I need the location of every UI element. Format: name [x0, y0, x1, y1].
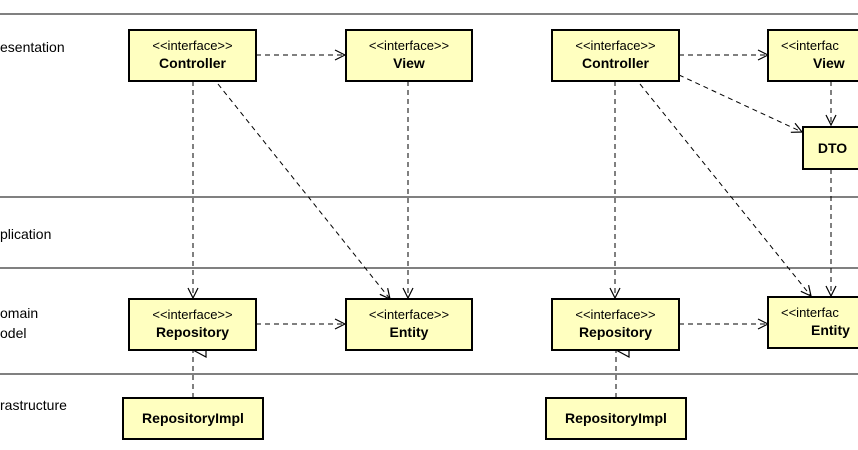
stereotype-label: <<interface>> — [152, 38, 233, 53]
class-box-entity-2[interactable]: <<interfac Entity — [767, 296, 858, 349]
class-name: View — [813, 55, 845, 71]
class-box-view-2[interactable]: <<interfac View — [767, 29, 858, 82]
class-box-repository-2[interactable]: <<interface>> Repository — [551, 298, 680, 351]
class-box-repositoryimpl-2[interactable]: RepositoryImpl — [545, 397, 687, 440]
class-name: RepositoryImpl — [142, 410, 244, 426]
layer-label-presentation: esentation — [0, 39, 65, 55]
class-name: Controller — [582, 55, 649, 71]
stereotype-label: <<interface>> — [575, 307, 656, 322]
class-name: DTO — [817, 140, 848, 156]
stereotype-label: <<interfac — [781, 305, 839, 320]
class-name: RepositoryImpl — [565, 410, 667, 426]
dep-controller2-dto2 — [678, 74, 802, 132]
class-box-entity[interactable]: <<interface>> Entity — [345, 298, 473, 351]
class-box-repositoryimpl[interactable]: RepositoryImpl — [122, 397, 264, 440]
class-box-repository[interactable]: <<interface>> Repository — [128, 298, 257, 351]
stereotype-label: <<interface>> — [368, 307, 450, 322]
class-name: Controller — [159, 55, 226, 71]
stereotype-label: <<interfac — [781, 38, 839, 53]
class-box-view[interactable]: <<interface>> View — [345, 29, 473, 82]
stereotype-label: <<interface>> — [152, 307, 233, 322]
layer-label-application: plication — [0, 226, 52, 242]
class-name: Entity — [811, 322, 850, 338]
stereotype-label: <<interface>> — [368, 38, 450, 53]
class-name: Repository — [155, 324, 230, 340]
class-name: Repository — [578, 324, 653, 340]
dep-controller1-entity1 — [217, 83, 390, 299]
class-box-controller-2[interactable]: <<interface>> Controller — [551, 29, 680, 82]
layer-label-domain-model: omain odel — [0, 305, 39, 341]
class-name: View — [393, 55, 425, 71]
dep-controller2-entity2 — [639, 83, 811, 296]
stereotype-label: <<interface>> — [575, 38, 656, 53]
class-name: Entity — [389, 324, 429, 340]
layer-label-infrastructure: rastructure — [0, 397, 67, 413]
class-box-dto[interactable]: DTO — [802, 126, 858, 170]
class-box-controller[interactable]: <<interface>> Controller — [128, 29, 257, 82]
